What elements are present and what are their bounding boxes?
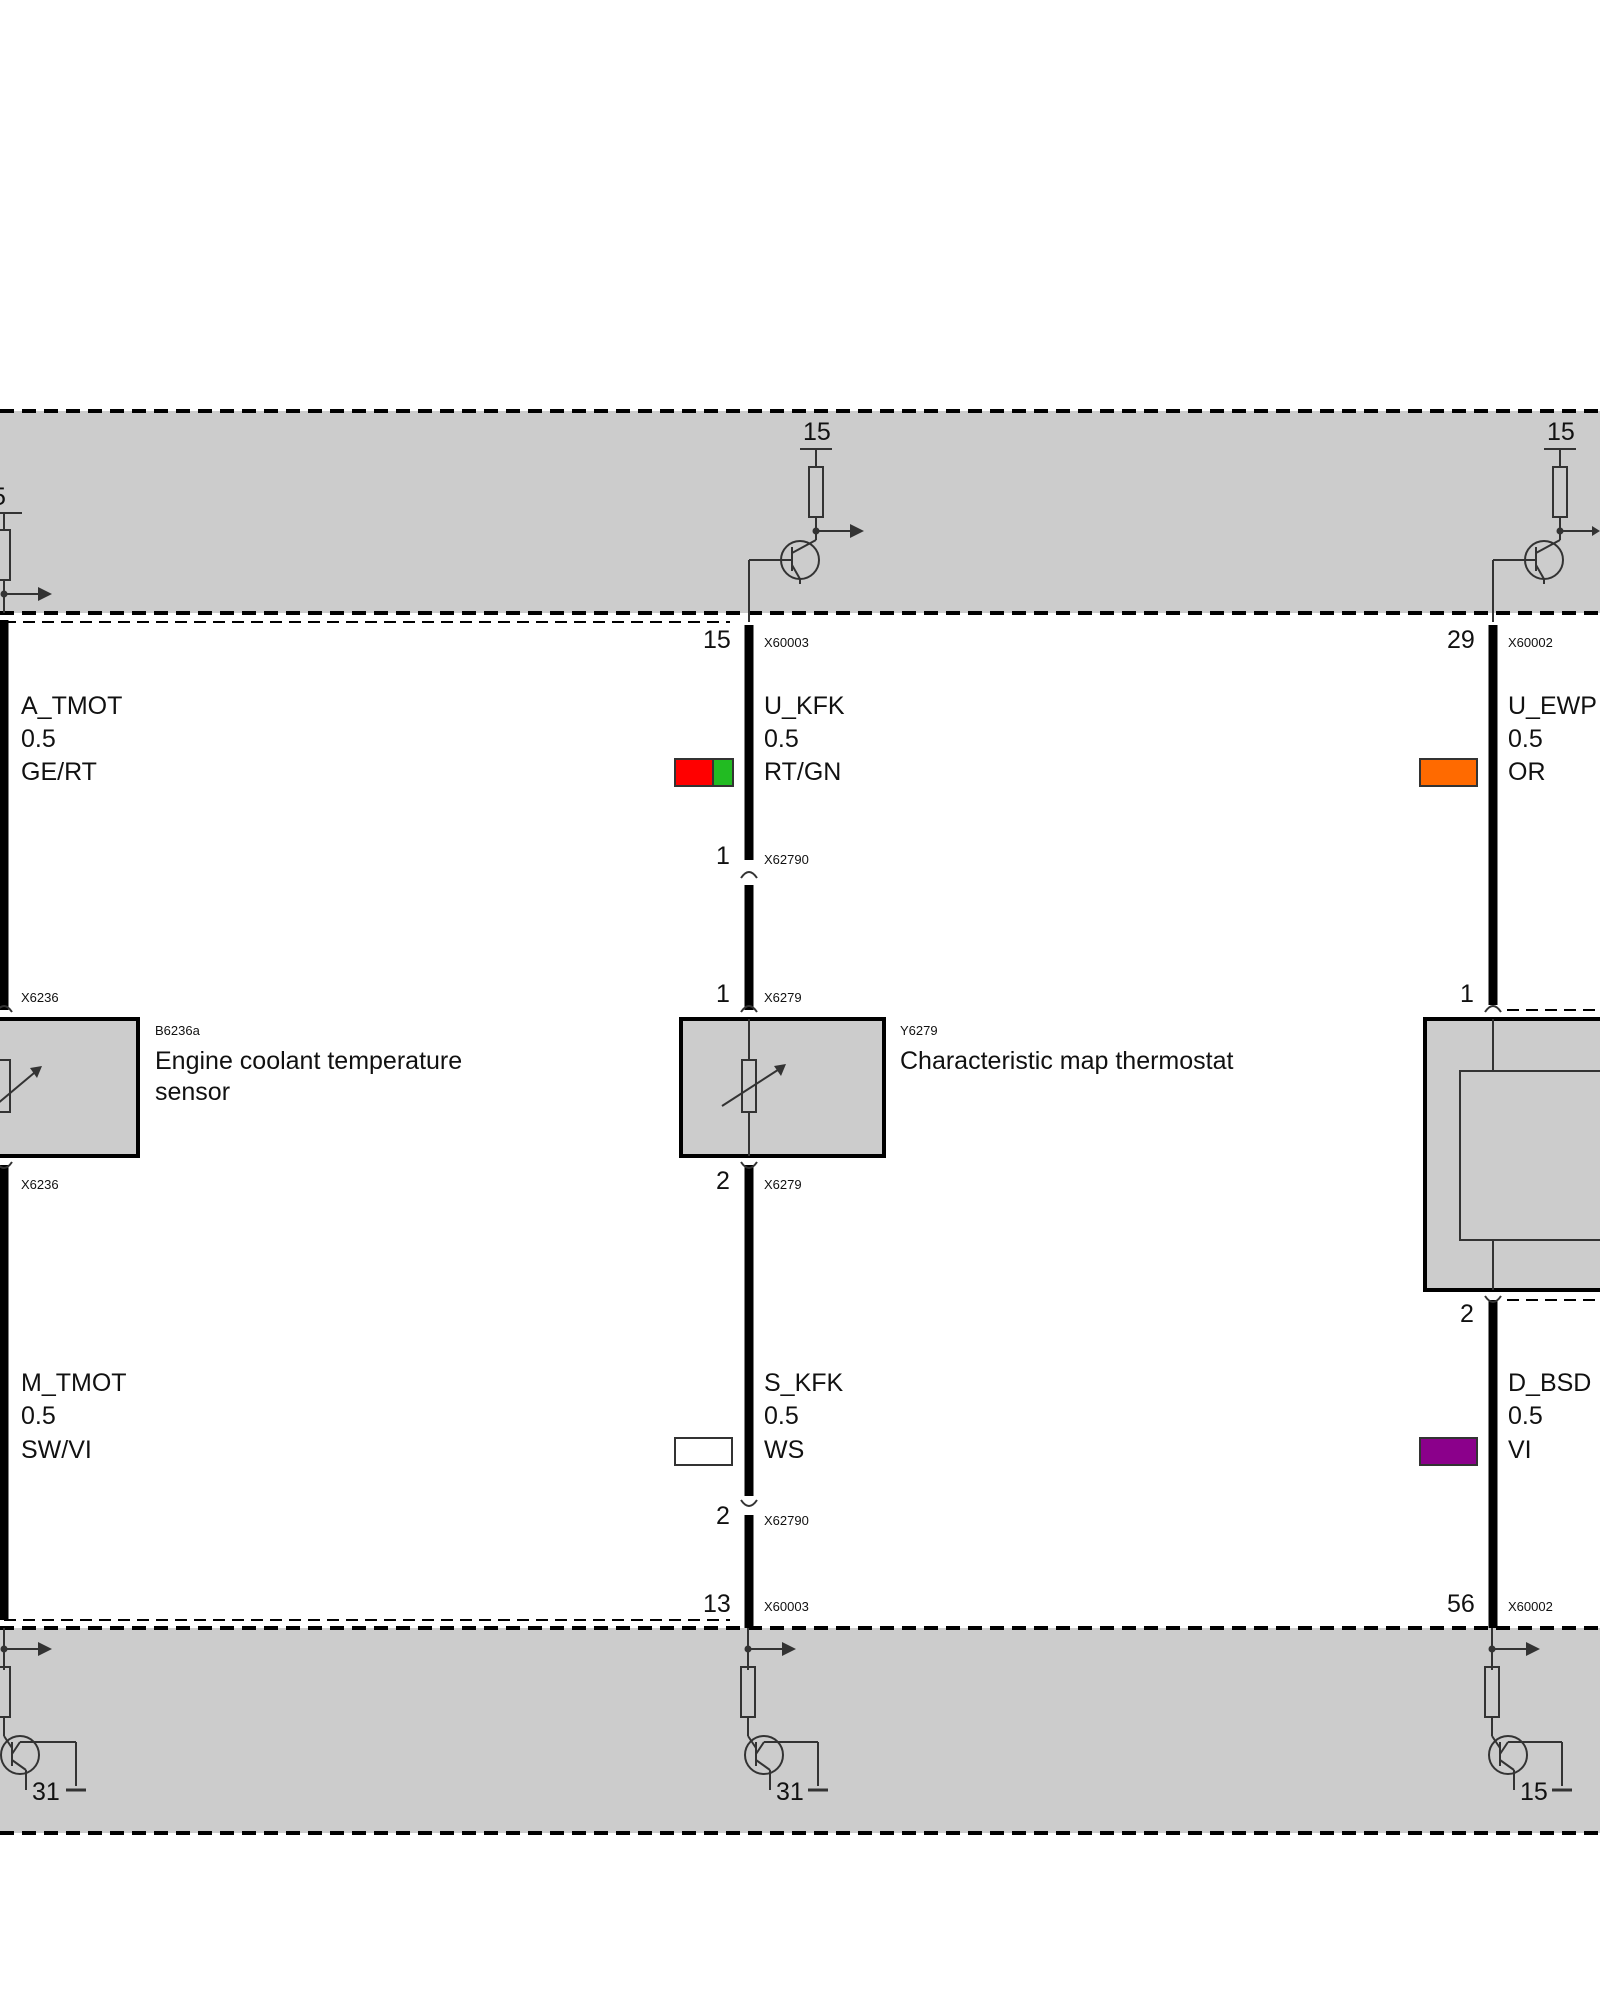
- supply-label-left: 5: [0, 483, 6, 511]
- component-b6236a[interactable]: B6236a Engine coolant temperature sensor: [0, 1005, 462, 1169]
- pin-number: 13: [703, 1590, 731, 1618]
- component-code: Y6279: [900, 1023, 938, 1038]
- top-control-unit: 5 15 15: [0, 409, 1600, 622]
- wire-color-code: SW/VI: [21, 1436, 92, 1464]
- variable-resistor-icon: [741, 1059, 757, 1113]
- pin-number: 2: [716, 1167, 730, 1195]
- circuit-right: 29 X60002 U_EWP 0.5 OR 1 2 D_BSD 0.5 VI …: [1419, 625, 1597, 1628]
- color-swatch-vi: [1419, 1437, 1478, 1466]
- component-name-line2: sensor: [155, 1078, 230, 1106]
- variable-resistor-icon: [0, 1059, 11, 1113]
- output-arrow-icon: [850, 524, 864, 538]
- transistor-icon: [1488, 1735, 1528, 1775]
- output-arrow-icon: [782, 1642, 796, 1656]
- output-arrow-icon: [1526, 1642, 1540, 1656]
- output-arrow-icon: [1592, 526, 1600, 536]
- connector-id: X60002: [1508, 1599, 1553, 1614]
- pin-number: 1: [716, 980, 730, 1008]
- wire-gauge: 0.5: [21, 725, 56, 753]
- supply-label-right: 15: [1547, 418, 1575, 446]
- component-name: Characteristic map thermostat: [900, 1047, 1234, 1075]
- wire-color-code: WS: [764, 1436, 804, 1464]
- connector-id: X6279: [764, 1177, 802, 1192]
- color-swatch-rt: [674, 758, 714, 787]
- sensor-box[interactable]: [0, 1017, 140, 1158]
- color-swatch-gn: [712, 758, 734, 787]
- pin-number: 2: [1460, 1300, 1474, 1328]
- circuit-left: A_TMOT 0.5 GE/RT X6236 X6236 M_TMOT 0.5 …: [0, 620, 127, 1620]
- component-right-unit[interactable]: [1423, 1005, 1600, 1303]
- signal-name: U_EWP: [1508, 692, 1597, 720]
- circuit-middle: 15 X60003 U_KFK 0.5 RT/GN 1 X62790 1 X62…: [674, 625, 845, 1628]
- supply-stage-right: 15: [1492, 418, 1600, 622]
- connector-id: X62790: [764, 1513, 809, 1528]
- inner-block: [1459, 1070, 1600, 1241]
- supply-stage-middle: 15: [748, 418, 864, 622]
- connector-id: X6236: [21, 990, 59, 1005]
- connector-id: X60003: [764, 1599, 809, 1614]
- ground-stage-left: 31: [0, 1628, 86, 1806]
- wire-gauge: 0.5: [764, 1402, 799, 1430]
- wire-gauge: 0.5: [21, 1402, 56, 1430]
- inline-connector-icon: [740, 871, 758, 879]
- thermostat-box[interactable]: [679, 1017, 886, 1158]
- connector-id: X60003: [764, 635, 809, 650]
- output-arrow-icon: [38, 587, 52, 601]
- bottom-module-fill: [0, 1628, 1600, 1833]
- wire-color-code: VI: [1508, 1436, 1532, 1464]
- ground-label-middle: 31: [776, 1778, 804, 1806]
- inline-connector-icon: [740, 1499, 758, 1507]
- pump-box[interactable]: [1423, 1017, 1600, 1292]
- wire-gauge: 0.5: [764, 725, 799, 753]
- signal-name: U_KFK: [764, 692, 845, 720]
- wire-color-code: GE/RT: [21, 758, 97, 786]
- pin-number: 29: [1447, 626, 1475, 654]
- pin-number: 2: [716, 1502, 730, 1530]
- connector-id: X62790: [764, 852, 809, 867]
- pin-number: 56: [1447, 1590, 1475, 1618]
- pin-number: 1: [716, 842, 730, 870]
- ground-stage-right: 15: [1484, 1628, 1572, 1806]
- signal-name: S_KFK: [764, 1369, 844, 1397]
- color-swatch-or: [1419, 758, 1478, 787]
- output-arrow-icon: [38, 1642, 52, 1656]
- ground-label-right: 15: [1520, 1778, 1548, 1806]
- wire-color-code: OR: [1508, 758, 1546, 786]
- signal-name: M_TMOT: [21, 1369, 127, 1397]
- ground-stage-middle: 31: [740, 1628, 828, 1806]
- wire-color-code: RT/GN: [764, 758, 841, 786]
- bottom-control-unit: 31 31: [0, 1626, 1600, 1835]
- connector-id: X6279: [764, 990, 802, 1005]
- supply-label-middle: 15: [803, 418, 831, 446]
- ground-label-left: 31: [32, 1778, 60, 1806]
- component-code: B6236a: [155, 1023, 201, 1038]
- pin-number: 15: [703, 626, 731, 654]
- wire-gauge: 0.5: [1508, 725, 1543, 753]
- component-y6279[interactable]: Y6279 Characteristic map thermostat: [679, 1005, 1234, 1169]
- connector-id: X60002: [1508, 635, 1553, 650]
- wire-gauge: 0.5: [1508, 1402, 1543, 1430]
- pin-number: 1: [1460, 980, 1474, 1008]
- component-name: Engine coolant temperature: [155, 1047, 462, 1075]
- signal-name: A_TMOT: [21, 692, 122, 720]
- signal-name: D_BSD: [1508, 1369, 1591, 1397]
- color-swatch-ws: [674, 1437, 733, 1466]
- connector-id: X6236: [21, 1177, 59, 1192]
- supply-stage-left: 5: [0, 483, 52, 613]
- transistor-icon: [0, 1735, 40, 1775]
- transistor-icon: [744, 1735, 784, 1775]
